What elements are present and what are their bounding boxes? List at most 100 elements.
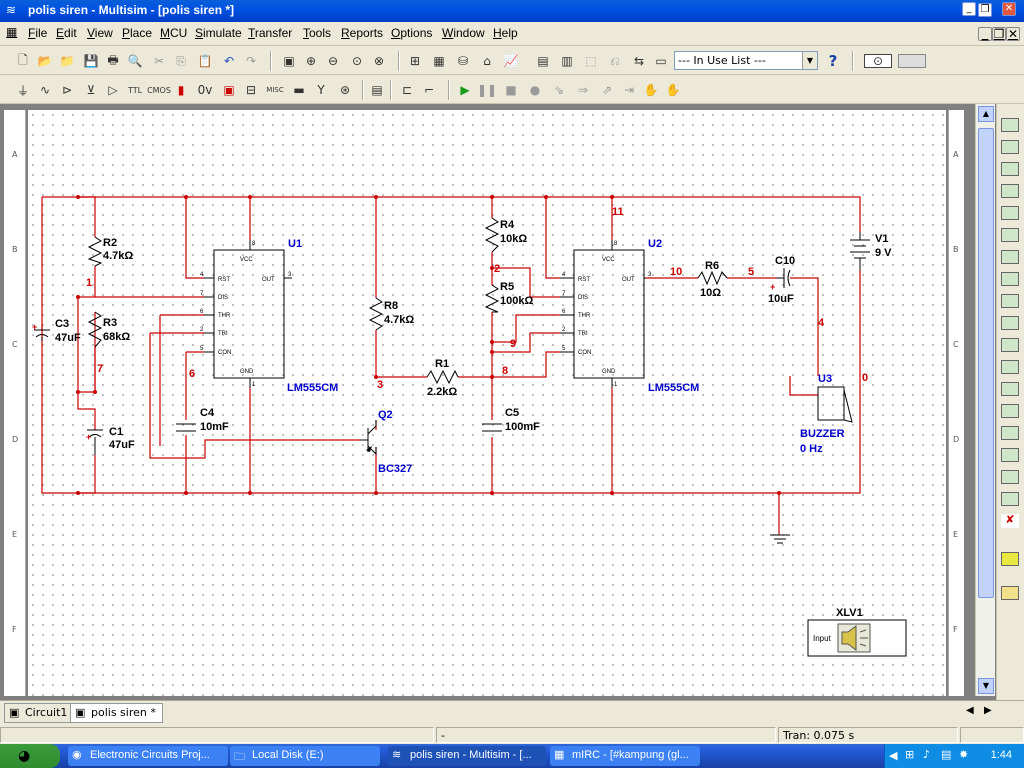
misc-icon[interactable]: MISC xyxy=(266,86,284,94)
print-icon[interactable]: 🖶 xyxy=(107,52,119,67)
open-icon[interactable]: 📂 xyxy=(37,54,53,68)
menu-place[interactable]: Place xyxy=(122,26,153,40)
multimeter-icon[interactable] xyxy=(1001,118,1019,132)
mdi-close-button[interactable]: ✕ xyxy=(1006,27,1020,41)
task-local-disk[interactable]: 🗀Local Disk (E:) xyxy=(230,746,380,766)
mdi-minimize-button[interactable]: _ xyxy=(978,27,992,41)
redo-icon[interactable]: ↷ xyxy=(245,54,257,68)
oscilloscope-icon[interactable] xyxy=(1001,206,1019,220)
grapher-icon[interactable]: 📈 xyxy=(503,54,519,68)
word-generator-icon[interactable] xyxy=(1001,294,1019,308)
undo-icon[interactable]: ↶ xyxy=(223,54,235,68)
vertical-scrollbar[interactable]: ▲ ▼ xyxy=(975,104,995,696)
design-toolbox-icon[interactable]: ⊞ xyxy=(409,54,421,68)
tab-scroll-right-icon[interactable]: ▶ xyxy=(984,705,992,716)
stop-icon[interactable]: ■ xyxy=(505,83,517,97)
cut-icon[interactable]: ✂ xyxy=(153,54,165,68)
network-icon[interactable]: ⊞ xyxy=(905,748,915,761)
tab-polis-siren[interactable]: ▣polis siren * xyxy=(70,703,163,723)
scroll-thumb[interactable] xyxy=(978,128,994,598)
new-icon[interactable]: 🗋 xyxy=(18,52,28,67)
menu-reports[interactable]: Reports xyxy=(341,26,384,40)
agilent-multimeter-icon[interactable] xyxy=(1001,448,1019,462)
volume-icon[interactable]: ♪ xyxy=(923,748,931,761)
ttl-icon[interactable]: TTL xyxy=(127,85,143,95)
close-button[interactable]: ✕ xyxy=(1002,2,1016,16)
ultiboard-icon[interactable]: ▭ xyxy=(655,54,667,68)
network-analyzer-icon[interactable] xyxy=(1001,404,1019,418)
wattmeter-icon[interactable] xyxy=(1001,184,1019,198)
simulate-switch-icon[interactable]: ⊙ xyxy=(864,54,892,68)
labview-icon[interactable] xyxy=(1001,552,1019,566)
menu-file[interactable]: File xyxy=(28,26,48,40)
scroll-up-icon[interactable]: ▲ xyxy=(978,106,994,122)
save-icon[interactable]: 💾 xyxy=(83,54,99,68)
electromechanical-icon[interactable]: ⊛ xyxy=(339,83,351,97)
misc-digital-icon[interactable]: ▮ xyxy=(177,83,185,97)
pause-icon[interactable]: ❚❚ xyxy=(476,83,498,97)
menu-help[interactable]: Help xyxy=(493,26,518,40)
winamp-icon[interactable]: ▤ xyxy=(941,748,952,761)
logic-converter-icon[interactable] xyxy=(1001,338,1019,352)
spectrum-analyzer-icon[interactable] xyxy=(1001,382,1019,396)
menu-tools[interactable]: Tools xyxy=(303,26,332,40)
schematic-sheet[interactable]: VCC RST OUT DIS THR TRI CON GND VCC RST … xyxy=(28,110,946,696)
frequency-counter-icon[interactable] xyxy=(1001,272,1019,286)
run-to-cursor-icon[interactable]: ⇥ xyxy=(623,83,635,97)
advanced-peripherals-icon[interactable]: ▬ xyxy=(293,83,305,97)
measurement-probe-icon[interactable]: ✘ xyxy=(1001,514,1019,528)
menu-transfer[interactable]: Transfer xyxy=(248,26,293,40)
distortion-analyzer-icon[interactable] xyxy=(1001,140,1019,154)
toggle-breakpoint-icon[interactable]: ✋ xyxy=(643,83,659,97)
zoom-area-icon[interactable]: ⊙ xyxy=(351,54,363,68)
component-wizard-icon[interactable]: ⌂ xyxy=(483,54,491,68)
task-mirc[interactable]: ▦mIRC - [#kampung (gl... xyxy=(550,746,700,766)
menu-mcu[interactable]: MCU xyxy=(160,26,188,40)
backannotate-icon[interactable]: ⎌ xyxy=(610,53,620,68)
breakpoint-icon[interactable]: ● xyxy=(529,83,541,97)
agilent-oscilloscope-icon[interactable] xyxy=(1001,470,1019,484)
toggle-fullscreen-icon[interactable]: ▣ xyxy=(283,54,295,68)
erc-icon[interactable]: ▥ xyxy=(561,54,573,68)
remove-breakpoints-icon[interactable]: ✋ xyxy=(665,83,681,97)
mixed-icon[interactable]: 0v xyxy=(197,83,213,97)
open-sample-icon[interactable]: 📁 xyxy=(59,54,75,68)
tab-scroll-left-icon[interactable]: ◀ xyxy=(966,705,974,716)
clock[interactable]: 1:44 xyxy=(990,749,1012,761)
basic-icon[interactable]: ∿ xyxy=(39,83,51,97)
source-icon[interactable]: ⏚ xyxy=(16,83,29,98)
start-button[interactable]: ◕ xyxy=(0,744,60,768)
postprocessor-icon[interactable]: ▤ xyxy=(537,54,549,68)
tab-circuit1[interactable]: ▣Circuit1 xyxy=(4,703,75,723)
task-multisim[interactable]: ≋polis siren - Multisim - [... xyxy=(388,746,546,766)
xlv1-instrument[interactable]: Input xyxy=(807,619,907,657)
bode-plotter-icon[interactable] xyxy=(1001,250,1019,264)
menu-simulate[interactable]: Simulate xyxy=(195,26,242,40)
menu-options[interactable]: Options xyxy=(391,26,433,40)
transfer-icon[interactable]: ⬚ xyxy=(585,54,597,68)
tektronix-oscilloscope-icon[interactable] xyxy=(1001,492,1019,506)
tray-expand-icon[interactable]: ◀ xyxy=(889,749,898,762)
in-use-list-dropdown[interactable]: --- In Use List ---▼ xyxy=(674,51,818,70)
menu-view[interactable]: View xyxy=(87,26,113,40)
step-into-icon[interactable]: ⇘ xyxy=(553,83,565,97)
scroll-down-icon[interactable]: ▼ xyxy=(978,678,994,694)
agilent-generator-icon[interactable] xyxy=(1001,426,1019,440)
menu-edit[interactable]: Edit xyxy=(56,26,77,40)
zoom-in-icon[interactable]: ⊕ xyxy=(305,54,317,68)
rf-icon[interactable]: Y xyxy=(317,83,325,97)
iv-analyzer-icon[interactable] xyxy=(1001,360,1019,374)
menu-window[interactable]: Window xyxy=(442,26,485,40)
power-icon[interactable]: ⊟ xyxy=(245,83,257,97)
function-generator-icon[interactable] xyxy=(1001,162,1019,176)
paste-icon[interactable]: 📋 xyxy=(197,54,213,68)
schematic-canvas[interactable]: VCC RST OUT DIS THR TRI CON GND VCC RST … xyxy=(28,110,946,696)
analog-icon[interactable]: ▷ xyxy=(108,83,118,97)
zoom-fit-icon[interactable]: ⊗ xyxy=(373,54,385,68)
logic-analyzer-icon[interactable] xyxy=(1001,316,1019,330)
restore-button[interactable]: ❐ xyxy=(978,3,992,17)
antivirus-icon[interactable]: ✸ xyxy=(959,748,969,761)
run-icon[interactable]: ▶ xyxy=(460,83,470,97)
zoom-out-icon[interactable]: ⊖ xyxy=(327,54,339,68)
hierarchical-block-icon[interactable]: ⊏ xyxy=(401,83,413,97)
